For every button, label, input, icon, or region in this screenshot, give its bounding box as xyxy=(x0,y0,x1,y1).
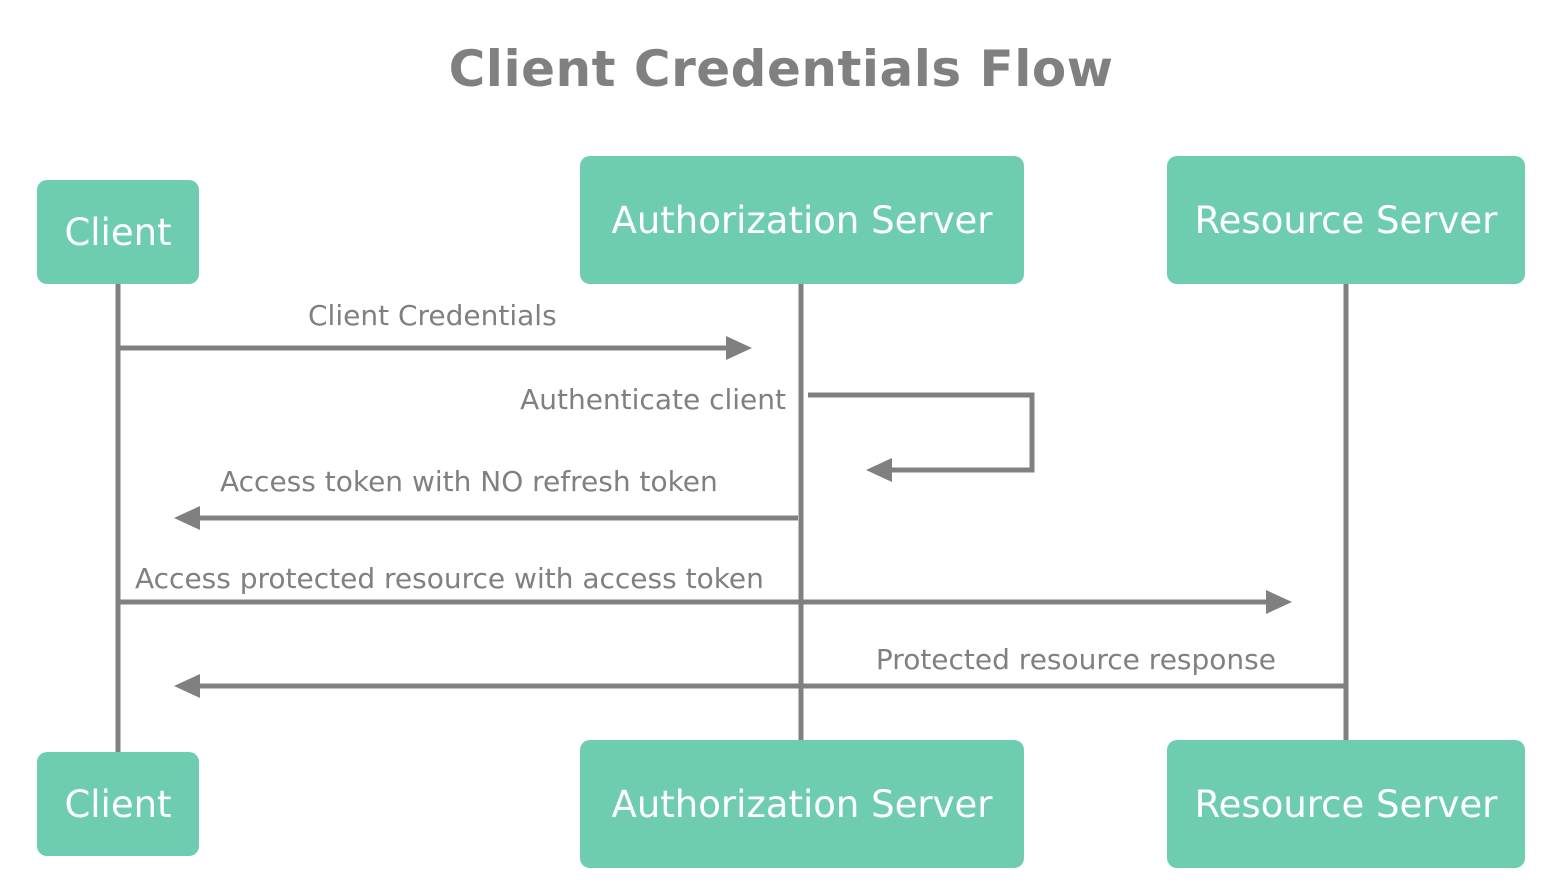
participant-auth-server-top: Authorization Server xyxy=(580,156,1024,284)
arrowhead-access-protected-resource xyxy=(1266,590,1292,614)
participant-client-top: Client xyxy=(37,180,199,284)
arrowhead-authenticate-client xyxy=(866,458,892,482)
message-label-access-token: Access token with NO refresh token xyxy=(220,465,718,498)
arrow-authenticate-client xyxy=(808,392,1035,473)
arrowhead-client-credentials xyxy=(726,336,752,360)
participant-resource-server-bottom: Resource Server xyxy=(1167,740,1525,868)
message-label-protected-resource-response: Protected resource response xyxy=(875,643,1276,676)
message-label-client-credentials: Client Credentials xyxy=(308,299,557,332)
diagram-title: Client Credentials Flow xyxy=(448,40,1114,98)
arrowhead-protected-resource-response xyxy=(174,674,200,698)
participant-auth-server-bottom: Authorization Server xyxy=(580,740,1024,868)
participant-resource-server-top: Resource Server xyxy=(1167,156,1525,284)
message-label-authenticate-client: Authenticate client xyxy=(520,383,786,416)
message-label-access-protected-resource: Access protected resource with access to… xyxy=(135,562,764,595)
arrowhead-access-token xyxy=(174,506,200,530)
participant-client-bottom: Client xyxy=(37,752,199,856)
